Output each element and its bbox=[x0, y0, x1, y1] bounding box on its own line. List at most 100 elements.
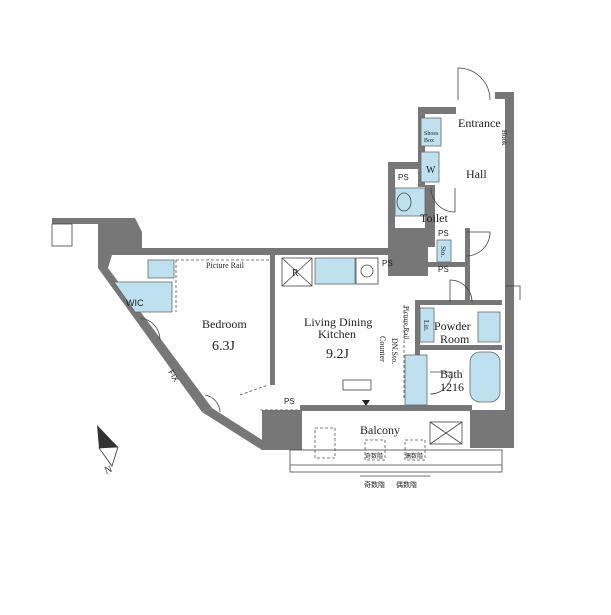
northwest-wall bbox=[98, 218, 142, 268]
entrance-door-icon bbox=[457, 67, 491, 101]
fixtures bbox=[113, 117, 501, 406]
balcony-label: Balcony bbox=[360, 423, 400, 437]
stove bbox=[355, 257, 379, 285]
dn-sto-label: DN.Sto. bbox=[390, 338, 399, 364]
powder-top-wall bbox=[418, 300, 502, 305]
entrance-left-wall bbox=[418, 107, 425, 187]
washer-area bbox=[420, 151, 440, 183]
linen-cabinet bbox=[419, 307, 435, 343]
main-top-wall bbox=[142, 248, 392, 255]
toilet-top-wall bbox=[388, 162, 426, 169]
north-label: N bbox=[103, 464, 114, 477]
fridge-cross-b bbox=[281, 257, 313, 287]
hook-label: Hook bbox=[500, 130, 508, 146]
entry-arrow-icon bbox=[362, 400, 370, 406]
bedroom-label: Bedroom bbox=[202, 317, 247, 331]
toilet-left-wall bbox=[388, 162, 395, 250]
hatch-even bbox=[404, 439, 426, 461]
bedroom-closet-line bbox=[239, 384, 269, 396]
south-slanted-wall bbox=[202, 408, 270, 450]
picture-rail-right-label: Picture Rail bbox=[402, 306, 410, 339]
fridge-label: R bbox=[292, 268, 299, 279]
balcony-rail bbox=[289, 449, 503, 473]
toilet-fixture bbox=[394, 187, 426, 217]
walls bbox=[52, 92, 514, 450]
compass-needle-light bbox=[98, 446, 119, 467]
northwest-balcony bbox=[51, 223, 73, 247]
powder-label-1: Powder bbox=[434, 319, 471, 333]
sto-label: Sto. bbox=[439, 246, 447, 257]
storage-shelf bbox=[436, 239, 452, 263]
ps-kitchen-label: PS bbox=[382, 259, 393, 268]
hatch-odd bbox=[364, 439, 386, 461]
kitchen-counter bbox=[342, 379, 372, 391]
fridge-space bbox=[281, 257, 313, 287]
toilet-label: Toilet bbox=[420, 211, 448, 225]
toilet-right-wall bbox=[425, 185, 435, 247]
picture-rail-top-label: Picture Rail bbox=[206, 261, 245, 270]
entrance-label: Entrance bbox=[458, 116, 501, 130]
bedroom-size: 6.3J bbox=[212, 339, 236, 354]
balcony bbox=[289, 400, 503, 477]
odd-floor-label: 奇数階 bbox=[364, 480, 385, 489]
bath-top-wall bbox=[418, 345, 502, 350]
north-compass-icon bbox=[97, 425, 119, 467]
w-label: W bbox=[426, 165, 436, 176]
washbasin bbox=[477, 311, 501, 343]
ps-label-2: PS bbox=[438, 229, 449, 238]
counter-label: Counter bbox=[378, 336, 387, 362]
bedroom-window-door-icon bbox=[204, 394, 221, 413]
outdoor-unit-left bbox=[314, 427, 336, 459]
outdoor-unit-cross-b bbox=[429, 421, 463, 445]
even-floor-label: 偶数階 bbox=[396, 480, 417, 489]
bedroom-partition bbox=[270, 255, 275, 385]
lin-label: Lin. bbox=[422, 320, 430, 332]
closet-shelf-top bbox=[147, 259, 175, 279]
ldk-label-1: Living Dining bbox=[304, 315, 372, 329]
bath-label: Bath bbox=[440, 367, 463, 381]
ldk-label-2: Kitchen bbox=[318, 327, 356, 341]
hall-door-icon bbox=[465, 231, 491, 257]
doors bbox=[139, 67, 521, 413]
powder-door-icon bbox=[449, 279, 473, 303]
east-wall bbox=[505, 92, 514, 448]
burner-icon bbox=[360, 264, 374, 278]
compass-needle-dark bbox=[97, 425, 118, 448]
ps-bottom-label: PS bbox=[284, 397, 295, 406]
southeast-pillar bbox=[470, 410, 514, 448]
counter-storage bbox=[404, 354, 428, 406]
entrance-top-wall bbox=[418, 107, 456, 114]
bath-door-icon bbox=[429, 371, 453, 395]
wic-fixture bbox=[113, 281, 173, 313]
ps-label-1: PS bbox=[398, 173, 409, 182]
entrance-top-wall-right bbox=[495, 92, 507, 99]
hall-label: Hall bbox=[466, 167, 487, 181]
bathtub bbox=[469, 351, 501, 403]
northwest-balcony-wall bbox=[52, 218, 102, 224]
southwest-pillar bbox=[262, 410, 302, 450]
south-wall bbox=[300, 405, 472, 411]
ldk-size: 9.2J bbox=[326, 347, 350, 362]
meter-box-icon bbox=[505, 285, 521, 300]
shoes-box bbox=[420, 117, 442, 147]
wic-door-icon bbox=[139, 317, 161, 341]
southwest-slanted-wall bbox=[98, 268, 212, 412]
storage-wall bbox=[428, 262, 468, 267]
kitchen-core-wall bbox=[388, 228, 428, 276]
even-floor-hatch-label: 偶数階 bbox=[405, 452, 423, 460]
box-label: Box bbox=[424, 138, 434, 144]
toilet-door-icon bbox=[430, 187, 456, 213]
toilet-bowl-icon bbox=[396, 192, 412, 212]
bath-left-wall bbox=[415, 300, 420, 405]
dashed-lines bbox=[175, 259, 405, 411]
outdoor-unit-right bbox=[429, 421, 463, 445]
odd-floor-hatch-label: 奇数階 bbox=[365, 452, 383, 460]
wic-label: WIC bbox=[126, 298, 144, 308]
ps-label-3: PS bbox=[438, 265, 449, 274]
labels: Entrance Hook Shoes Box W Hall PS Toilet… bbox=[103, 116, 508, 489]
powder-label-2: Room bbox=[440, 332, 470, 346]
bath-size: 1216 bbox=[440, 380, 464, 394]
shoes-label: Shoes bbox=[424, 131, 439, 137]
kitchen-sink bbox=[314, 257, 356, 285]
